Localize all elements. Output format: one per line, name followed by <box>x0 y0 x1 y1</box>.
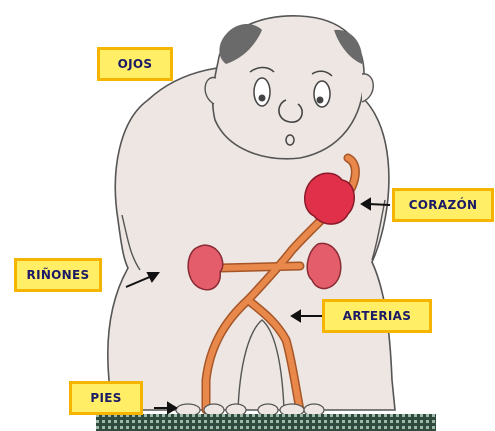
label-ojos: OJOS <box>97 47 173 81</box>
pupil-left <box>259 95 266 102</box>
label-corazon: CORAZÓN <box>392 188 494 222</box>
label-pies: PIES <box>69 381 143 415</box>
eye-left <box>254 78 270 106</box>
floor <box>96 414 436 431</box>
label-arterias: ARTERIAS <box>322 299 432 333</box>
ear-right <box>362 74 373 102</box>
pupil-right <box>317 97 324 104</box>
kidney-left <box>188 245 223 290</box>
eye-right <box>314 81 330 107</box>
label-rinones: RIÑONES <box>14 258 102 292</box>
kidney-right <box>307 243 341 288</box>
